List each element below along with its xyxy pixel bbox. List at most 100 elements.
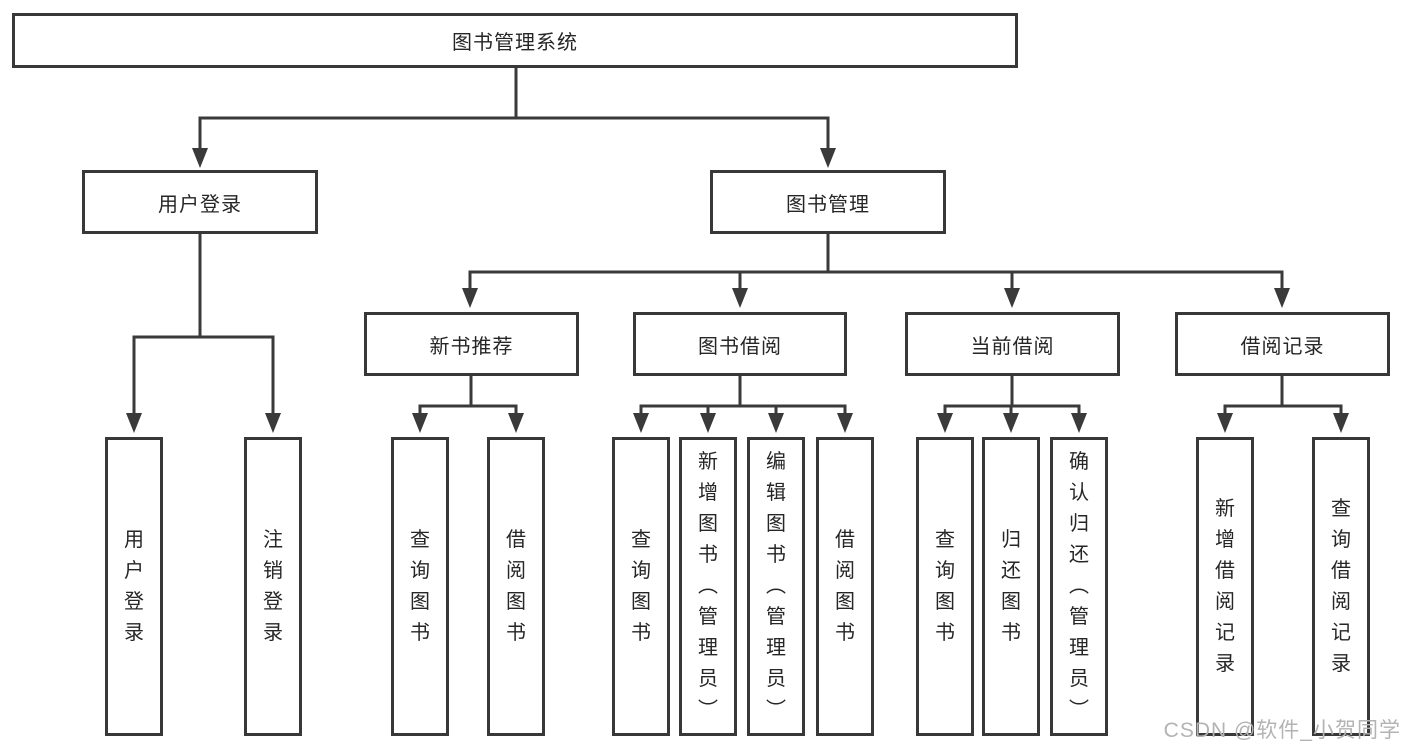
vertical-char: 归 <box>1069 513 1089 535</box>
vertical-char: 录 <box>1331 652 1351 675</box>
arrowhead-leaf-borrow-book-c <box>837 413 853 433</box>
vertical-char: 阅 <box>1215 590 1235 613</box>
vertical-char: 管 <box>1069 606 1089 628</box>
vertical-char: ︵ <box>766 575 786 597</box>
vertical-char: 图 <box>698 513 718 535</box>
connector-records-group <box>1223 374 1343 417</box>
vertical-char: 书 <box>835 621 855 644</box>
vertical-char: 理 <box>698 637 718 659</box>
arrowhead-book-borrowing <box>732 288 748 308</box>
vertical-char: 图 <box>835 590 855 613</box>
vertical-char: 销 <box>263 559 283 582</box>
connector-user-login-group <box>132 232 275 417</box>
node-borrowing-records: 借阅记录 <box>1175 312 1390 376</box>
vertical-char: 查 <box>935 528 955 551</box>
node-leaf-logout: 注销登录 <box>244 437 302 736</box>
vertical-char: 书 <box>766 544 786 566</box>
vertical-char: 书 <box>410 621 430 644</box>
node-leaf-query-book-borrowing: 查询图书 <box>612 437 670 736</box>
vertical-char: 询 <box>1331 528 1351 551</box>
vertical-char: 增 <box>698 482 718 504</box>
vertical-char: 增 <box>1215 528 1235 551</box>
vertical-char: 书 <box>935 621 955 644</box>
vertical-char: 借 <box>835 528 855 551</box>
connector-root <box>198 66 830 152</box>
vertical-char: 注 <box>263 528 283 551</box>
vertical-char: 还 <box>1069 544 1089 566</box>
vertical-char: 认 <box>1069 482 1089 504</box>
vertical-char: 管 <box>698 606 718 628</box>
arrowhead-leaf-user-login <box>126 413 142 433</box>
arrowhead-new-book-recommendation <box>462 288 478 308</box>
vertical-char: 查 <box>1331 497 1351 520</box>
vertical-char: ︵ <box>1069 575 1089 597</box>
node-user-login: 用户登录 <box>82 170 318 234</box>
vertical-char: 查 <box>410 528 430 551</box>
node-book-borrowing: 图书借阅 <box>633 312 847 376</box>
vertical-char: 理 <box>1069 637 1089 659</box>
vertical-char: 管 <box>766 606 786 628</box>
vertical-char: 理 <box>766 637 786 659</box>
node-root: 图书管理系统 <box>12 13 1018 68</box>
connector-new-book-group <box>418 374 518 417</box>
node-current-borrowing: 当前借阅 <box>905 312 1120 376</box>
vertical-char: 书 <box>631 621 651 644</box>
vertical-char: 录 <box>263 621 283 644</box>
vertical-char: 借 <box>1215 559 1235 582</box>
vertical-char: 员 <box>698 668 718 690</box>
vertical-char: 图 <box>410 590 430 613</box>
vertical-char: 新 <box>1215 497 1235 520</box>
vertical-char: 登 <box>124 590 144 613</box>
vertical-char: 录 <box>1215 652 1235 675</box>
vertical-char: ︶ <box>1069 699 1089 721</box>
connector-book-management-group <box>468 232 1284 292</box>
arrowhead-leaf-logout <box>265 413 281 433</box>
node-leaf-edit-book-admin: 编辑图书︵管理员︶ <box>747 437 805 736</box>
vertical-char: 新 <box>698 451 718 473</box>
node-leaf-borrow-book-borrowing: 借阅图书 <box>816 437 874 736</box>
vertical-char: ︵ <box>698 575 718 597</box>
vertical-char: 用 <box>124 528 144 551</box>
vertical-char: ︶ <box>766 699 786 721</box>
arrowhead-book-management <box>820 148 836 168</box>
node-leaf-query-borrow-record: 查询借阅记录 <box>1312 437 1370 736</box>
vertical-char: 确 <box>1069 451 1089 473</box>
arrowhead-leaf-confirm-return <box>1071 413 1087 433</box>
node-leaf-borrow-book-recommend: 借阅图书 <box>487 437 545 736</box>
vertical-char: 借 <box>506 528 526 551</box>
vertical-char: 询 <box>631 559 651 582</box>
vertical-char: 录 <box>124 621 144 644</box>
vertical-char: 阅 <box>835 559 855 582</box>
node-book-management: 图书管理 <box>710 170 946 234</box>
arrowhead-leaf-query-record <box>1333 413 1349 433</box>
vertical-char: 询 <box>935 559 955 582</box>
vertical-char: 图 <box>935 590 955 613</box>
vertical-char: 书 <box>506 621 526 644</box>
vertical-char: 书 <box>698 544 718 566</box>
node-leaf-query-book-current: 查询图书 <box>916 437 974 736</box>
vertical-char: 登 <box>263 590 283 613</box>
arrowhead-leaf-query-book-d <box>937 413 953 433</box>
vertical-char: 借 <box>1331 559 1351 582</box>
vertical-char: 阅 <box>1331 590 1351 613</box>
vertical-char: 图 <box>1001 590 1021 613</box>
node-leaf-user-login: 用户登录 <box>105 437 163 736</box>
vertical-char: 记 <box>1215 621 1235 644</box>
connector-borrowing-group <box>639 374 847 417</box>
arrowhead-leaf-edit-book <box>768 413 784 433</box>
arrowhead-leaf-return-book <box>1003 413 1019 433</box>
arrowhead-leaf-add-book <box>700 413 716 433</box>
arrowhead-leaf-query-book-b <box>412 413 428 433</box>
connector-current-group <box>943 374 1081 417</box>
node-leaf-return-book: 归还图书 <box>982 437 1040 736</box>
vertical-char: 询 <box>410 559 430 582</box>
vertical-char: 户 <box>124 559 144 582</box>
vertical-char: 阅 <box>506 559 526 582</box>
arrowhead-leaf-query-book-c <box>633 413 649 433</box>
vertical-char: 编 <box>766 451 786 473</box>
arrowhead-current-borrowing <box>1004 288 1020 308</box>
arrowhead-user-login <box>192 148 208 168</box>
node-leaf-add-book-admin: 新增图书︵管理员︶ <box>679 437 737 736</box>
vertical-char: 员 <box>766 668 786 690</box>
